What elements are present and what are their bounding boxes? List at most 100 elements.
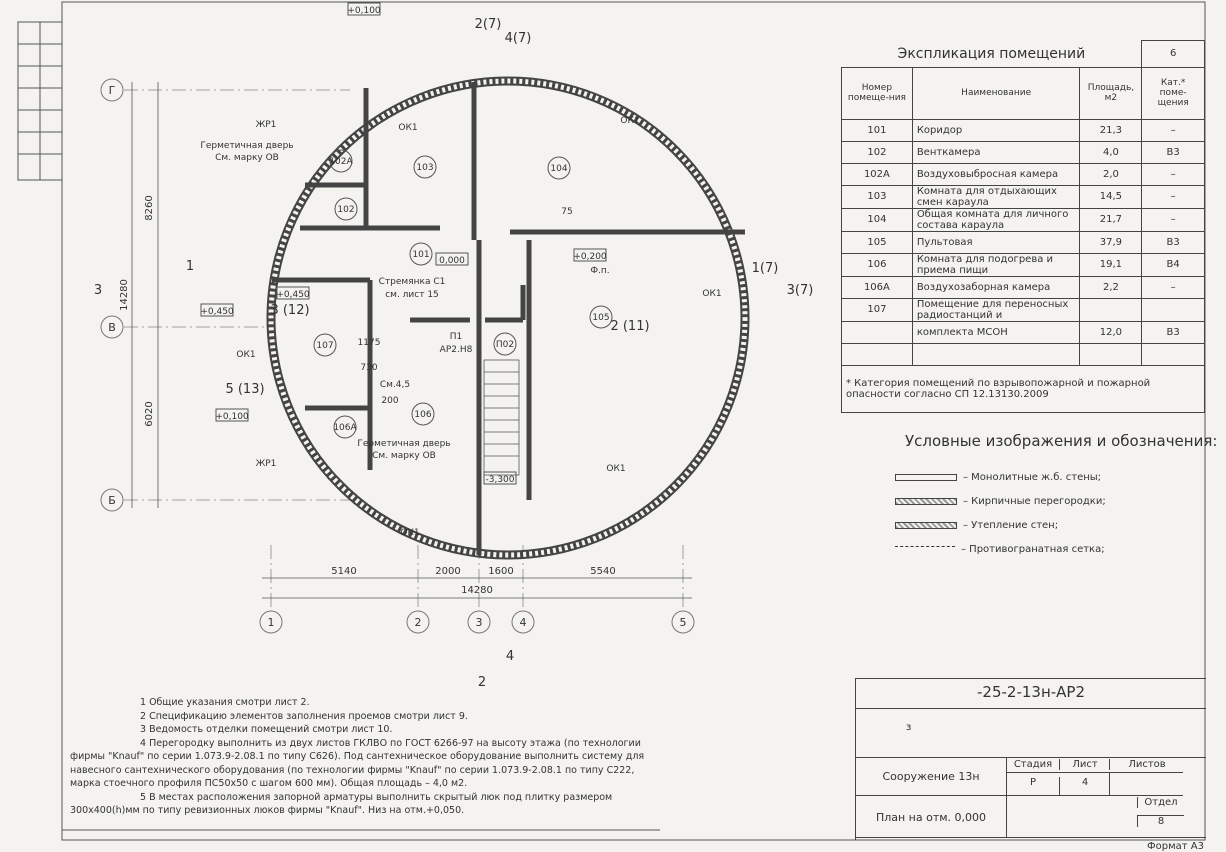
table-cell: 102А: [841, 162, 913, 186]
plan-label: Герметичная дверь: [357, 439, 450, 449]
table-cell: 2,2: [1079, 275, 1143, 299]
level-value: +0,450: [200, 307, 234, 317]
table-cell: –: [1141, 275, 1205, 299]
legend-item: – Монолитные ж.б. стены;: [895, 465, 1106, 489]
plan-label: ОК1: [606, 464, 625, 474]
table-cell: 103: [841, 184, 913, 209]
table-cell: –: [1141, 118, 1205, 142]
table-cell: 14,5: [1079, 184, 1143, 209]
table-cell: В4: [1141, 252, 1205, 277]
room-number: 107: [316, 341, 333, 351]
dimension-value: 1600: [488, 566, 513, 577]
table-cell: –: [1141, 184, 1205, 209]
plan-label: 75: [561, 207, 572, 217]
sheet-label: Лист: [1059, 759, 1110, 770]
legend-label: – Утепление стен;: [963, 519, 1059, 531]
plan-label: См.4,5: [380, 380, 410, 390]
level-value: -3,300: [485, 475, 514, 485]
dimension-total: 14280: [461, 585, 493, 596]
table-cell: –: [1141, 162, 1205, 186]
plan-label: 2 (11): [610, 319, 649, 334]
table-cell: В3: [1141, 230, 1205, 254]
table-cell: Помещение для переносных радиостанций и: [911, 297, 1081, 322]
room-number: 105: [592, 313, 609, 323]
sheet-title: План на отм. 0,000: [875, 811, 987, 824]
legend-item: – Кирпичные перегородки;: [895, 489, 1106, 513]
table-cell: 2,0: [1079, 162, 1143, 186]
legend-swatch-icon: [895, 497, 957, 505]
stair: [483, 359, 520, 476]
room-marker: 104: [547, 156, 571, 180]
dimension-total: 14280: [119, 279, 130, 311]
legend-swatch-icon: [895, 521, 957, 529]
plan-label: 2: [478, 675, 486, 690]
note-item: 2 Спецификацию элементов заполнения прое…: [140, 710, 468, 722]
plan-label: ОК1: [236, 350, 255, 360]
dept-value: 8: [1137, 815, 1184, 827]
table-cell: Пультовая: [911, 230, 1081, 254]
plan-label: Ф.п.: [590, 266, 609, 276]
axis-label: В: [108, 321, 116, 334]
legend-item: – Утепление стен;: [895, 513, 1106, 537]
explication-tag: 6: [1141, 40, 1205, 68]
dimension-value: 5540: [590, 566, 615, 577]
legend-item: – Противогранатная сетка;: [895, 537, 1106, 561]
axis-label: Б: [108, 494, 116, 507]
room-marker: 102А: [329, 149, 354, 173]
table-cell: –: [1141, 207, 1205, 232]
plan-label: АР2.Н8: [440, 345, 473, 355]
plan-label: 2(7): [475, 17, 502, 32]
note-item: 3 Ведомость отделки помещений смотри лис…: [140, 724, 393, 735]
plan-label: См. марку ОВ: [215, 153, 279, 163]
exterior-wall: [266, 76, 750, 560]
room-number: 102: [337, 205, 354, 215]
plan-label: 4: [506, 649, 514, 664]
table-cell: комплекта МСОН: [911, 320, 1081, 344]
table-cell: 19,1: [1079, 252, 1143, 277]
plan-label: Стремянка С1: [379, 277, 446, 287]
structure-name: Сооружение 13н: [882, 770, 980, 783]
level-mark: +0,100: [215, 408, 249, 422]
table-cell: [841, 320, 913, 344]
room-marker: 102: [334, 197, 358, 221]
table-cell: [1079, 297, 1143, 322]
plan-label: 3(7): [787, 283, 814, 298]
general-notes: 1 Общие указания смотри лист 2.2 Специфи…: [70, 696, 650, 818]
room-marker: 106А: [333, 415, 358, 439]
table-cell: 106А: [841, 275, 913, 299]
plan-label: 200: [381, 396, 398, 406]
plan-label: ОК1: [398, 123, 417, 133]
plan-label: 3 (12): [270, 303, 309, 318]
table-cell: [841, 342, 913, 366]
table-cell: 37,9: [1079, 230, 1143, 254]
explication-header: Площадь, м2: [1079, 66, 1143, 120]
room-marker: 106: [411, 402, 435, 426]
sheets-label: Листов: [1109, 759, 1184, 770]
table-cell: Общая комната для личного состава караул…: [911, 207, 1081, 232]
level-value: +0,450: [276, 290, 310, 300]
dimension-value: 5140: [331, 566, 356, 577]
plan-label: ЖР1: [256, 459, 277, 469]
legend-label: – Кирпичные перегородки;: [963, 495, 1106, 507]
plan-label: 1(7): [752, 261, 779, 276]
level-mark: +0,450: [200, 303, 234, 317]
legend-label: – Монолитные ж.б. стены;: [963, 471, 1102, 483]
table-cell: 101: [841, 118, 913, 142]
plan-label: ОК1: [620, 116, 639, 126]
note-item: 5 В местах расположения запорной арматур…: [70, 791, 613, 817]
table-cell: 4,0: [1079, 140, 1143, 164]
plan-label: См. марку ОВ: [372, 451, 436, 461]
level-mark: +0,200: [573, 248, 607, 262]
table-cell: Воздуховыбросная камера: [911, 162, 1081, 186]
drawing-code: -25-2-13н-АР2: [976, 683, 1086, 701]
table-cell: 107: [841, 297, 913, 322]
plan-label: ОК1: [702, 289, 721, 299]
table-cell: 104: [841, 207, 913, 232]
table-cell: 105: [841, 230, 913, 254]
